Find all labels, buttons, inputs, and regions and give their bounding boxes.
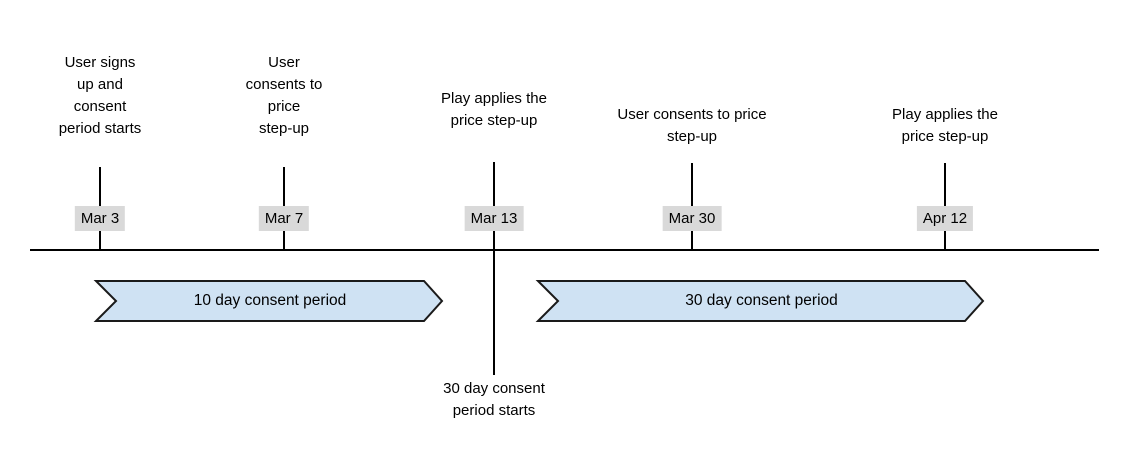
consent-period-arrow [535, 280, 985, 322]
event-date-badge: Apr 12 [916, 206, 974, 231]
consent-period-label: 10 day consent period [193, 292, 347, 309]
event-label: User consents to price step-up [245, 54, 323, 137]
event-date-badge: Mar 30 [662, 206, 722, 231]
footnote-label: 30 day consent period starts [443, 380, 545, 419]
event-label: Play applies the price step-up [892, 106, 998, 145]
event-label: User signs up and consent period starts [58, 54, 142, 137]
event-label: Play applies the price step-up [441, 90, 547, 129]
consent-period-arrow [93, 280, 444, 322]
event-date-badge: Mar 13 [464, 206, 524, 231]
consent-period-label: 30 day consent period [685, 292, 838, 309]
event-label: User consents to price step-up [617, 106, 767, 145]
event-date-badge: Mar 3 [74, 206, 126, 231]
event-date-badge: Mar 7 [258, 206, 310, 231]
